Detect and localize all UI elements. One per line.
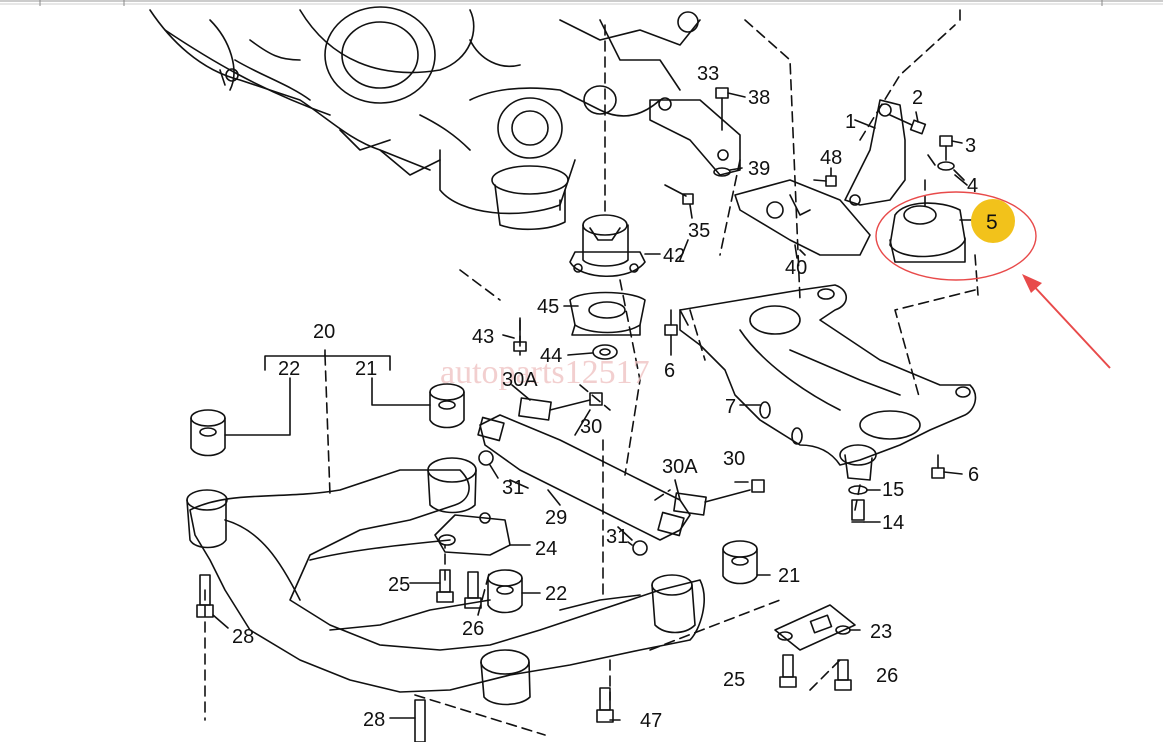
part-label-25-left: 25 (388, 574, 410, 596)
part-label-15: 15 (882, 479, 904, 501)
part-label-28-bottom: 28 (363, 709, 385, 731)
part-label-47: 47 (640, 710, 662, 732)
washer-15 (848, 485, 881, 495)
assembly-dashed-lines (204, 9, 979, 736)
bolt-26-right (834, 659, 852, 691)
part-label-26-left: 26 (462, 618, 484, 640)
engine-block-drawing (149, 6, 701, 231)
bolt-2 (889, 111, 927, 135)
bolt-38 (715, 87, 746, 131)
part-label-31-lower: 31 (606, 526, 628, 548)
bushing-22-center (487, 569, 523, 614)
part-label-42: 42 (663, 245, 685, 267)
highlight-arrow (1022, 274, 1111, 369)
part-label-21-top: 21 (355, 358, 377, 380)
spacer-30A-upper (518, 392, 603, 421)
bolt-14 (851, 499, 881, 523)
part-label-24: 24 (535, 538, 557, 560)
subframe-20 (186, 457, 705, 706)
part-label-26-right: 26 (876, 665, 898, 687)
engine-mount-42 (569, 214, 661, 278)
bolt-43 (502, 317, 527, 352)
bracket-33 (649, 97, 741, 176)
part-label-22-left: 22 (278, 358, 300, 380)
bushing-22-left (190, 409, 226, 457)
part-label-30-lower: 30 (723, 448, 745, 470)
nut-31-lower (627, 540, 648, 556)
part-label-30A-lower: 30A (662, 456, 698, 478)
bracket-45 (563, 291, 646, 336)
part-label-25-right: 25 (723, 669, 745, 691)
part-label-14: 14 (882, 512, 904, 534)
bolt-35 (664, 184, 694, 219)
part-label-45: 45 (537, 296, 559, 318)
brace-29 (477, 414, 691, 541)
bolt-6-left (664, 309, 678, 356)
part-label-1: 1 (845, 111, 856, 133)
part-label-2: 2 (912, 87, 923, 109)
bolt-47 (596, 687, 614, 723)
nut-31-upper (478, 450, 499, 479)
part-label-4: 4 (967, 175, 978, 197)
part-label-40: 40 (785, 257, 807, 279)
bracket-24 (434, 512, 511, 556)
bolt-3 (939, 135, 963, 161)
bolt-6-right (931, 454, 963, 479)
part-label-21-right: 21 (778, 565, 800, 587)
part-label-39: 39 (748, 158, 770, 180)
bolt-28-left (196, 574, 214, 618)
highlight-circle (875, 191, 1037, 281)
bolt-28-bottom (414, 699, 426, 742)
top-border-lines (0, 0, 1163, 6)
part-label-30A-upper: 30A (502, 369, 538, 391)
bracket-23 (774, 604, 856, 651)
window-top-border (0, 0, 1163, 6)
part-label-44: 44 (540, 345, 562, 367)
washer-4 (937, 161, 965, 181)
part-labels: 1 2 3 4 5 6 6 7 14 15 20 21 21 22 22 23 … (232, 63, 998, 732)
nut-44 (567, 344, 618, 360)
part-label-6-left: 6 (664, 360, 675, 382)
part-label-20: 20 (313, 321, 335, 343)
bracket-1 (844, 99, 906, 206)
bolt-48 (813, 167, 837, 187)
leader-lines (212, 154, 968, 721)
part-label-29: 29 (545, 507, 567, 529)
part-label-33: 33 (697, 63, 719, 85)
part-label-31-upper: 31 (502, 477, 524, 499)
part-label-28-left: 28 (232, 626, 254, 648)
part-label-6-right: 6 (968, 464, 979, 486)
highlight-badge (971, 199, 1015, 243)
washer-39 (713, 167, 743, 177)
watermark: autoparts12517 (440, 354, 650, 391)
part-label-43: 43 (472, 326, 494, 348)
part-label-7: 7 (725, 396, 736, 418)
part-label-3: 3 (965, 135, 976, 157)
part-label-30-upper: 30 (580, 416, 602, 438)
bolt-25-right (779, 654, 797, 688)
part-label-48: 48 (820, 147, 842, 169)
bolt-26-left (464, 571, 482, 609)
bushing-21-top (429, 383, 465, 429)
crossmember-7 (679, 284, 977, 481)
part-label-38: 38 (748, 87, 770, 109)
bolt-25-left (436, 569, 454, 603)
part-label-5: 5 (986, 211, 998, 234)
part-label-23: 23 (870, 621, 892, 643)
bushing-21-right (722, 540, 758, 585)
part-label-22-center: 22 (545, 583, 567, 605)
mount-5 (889, 202, 979, 263)
spacer-30A-lower (673, 479, 765, 516)
bracket-40 (734, 179, 871, 259)
part-label-35: 35 (688, 220, 710, 242)
